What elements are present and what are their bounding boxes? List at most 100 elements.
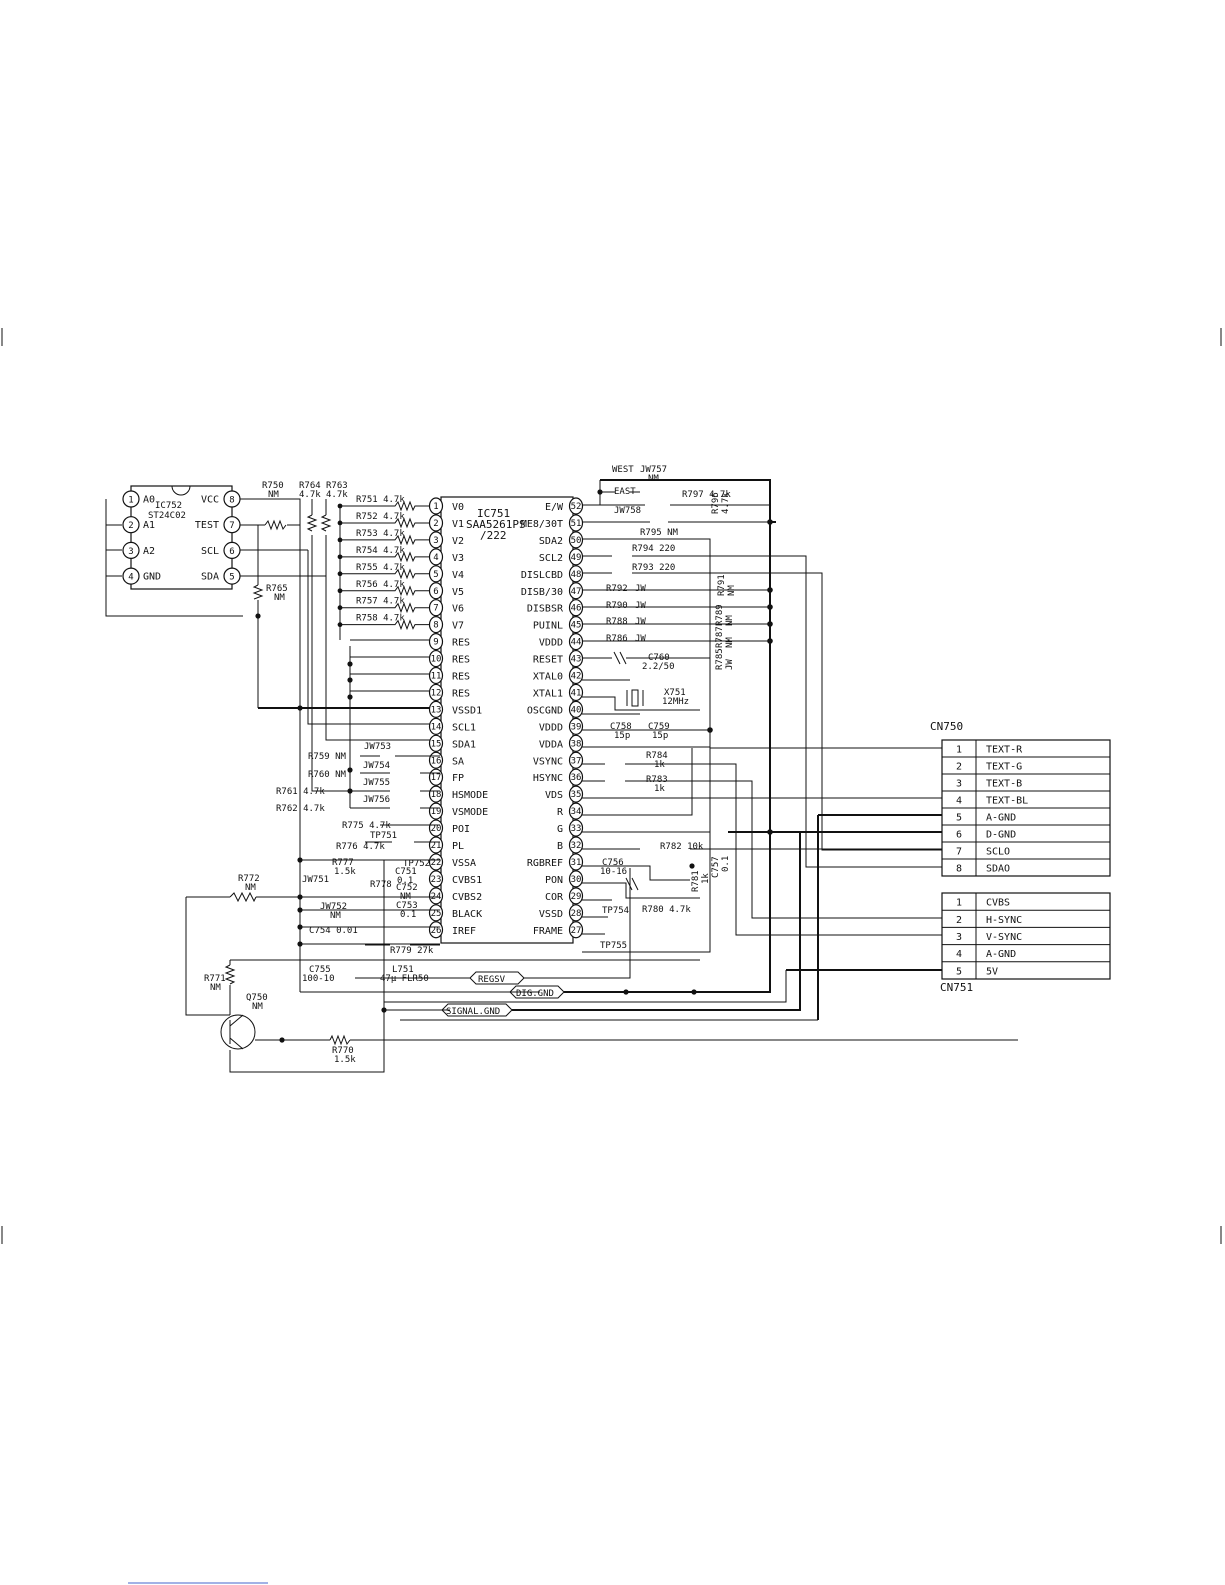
ic751-pin-25	[428, 904, 444, 922]
ic751-pin-number: 14	[431, 722, 442, 732]
ic751-pin-number: 13	[431, 705, 442, 715]
ic751-pin-name: V5	[452, 587, 464, 598]
ic751-pin-45	[568, 616, 584, 634]
ic751-pin-42	[568, 666, 584, 685]
v-resistor-symbol	[340, 585, 429, 597]
ic751-pin-name: G	[557, 824, 563, 835]
ic751-pin-3	[428, 531, 444, 549]
ic751-pin-38	[568, 734, 584, 752]
ic751-pin-number: 52	[571, 502, 582, 512]
ic751-pin-27	[568, 921, 584, 939]
jw752-label: JW752	[320, 902, 347, 912]
ic751-pin-15	[428, 734, 444, 752]
ic752-ref: IC752	[155, 501, 182, 511]
ic751-pin-46	[568, 599, 584, 617]
ic752-pin-name: VCC	[201, 495, 219, 506]
ic751-pin-name: CVBS2	[452, 892, 482, 903]
ic751-pin-32	[568, 836, 584, 854]
ic751-pin-number: 46	[571, 604, 582, 614]
jw754-label: JW754	[363, 761, 390, 771]
r783-value: 1k	[654, 784, 665, 794]
r792-jw: JW	[635, 584, 646, 594]
ic751-pin-name: XTAL0	[533, 672, 563, 683]
x751-label: X751	[664, 688, 686, 698]
r772-resistor-symbol	[229, 891, 257, 903]
ic751-pin-number: 51	[571, 519, 582, 529]
cn750-pin-number: 3	[956, 779, 962, 790]
r783-label: R783	[646, 775, 668, 785]
r750-value: NM	[268, 490, 279, 500]
r781-label: R781	[691, 870, 701, 892]
v-resistor-label: R757 4.7k	[356, 597, 405, 607]
x751-value: 12MHz	[662, 697, 689, 707]
tp751-label: TP751	[370, 831, 397, 841]
ic751-pin-number: 2	[433, 519, 438, 529]
r791-label: R791	[717, 574, 727, 596]
ic751-pin-48	[568, 565, 584, 583]
r796-label: R796	[711, 492, 721, 514]
r763-resistor-symbol	[320, 514, 332, 532]
ic751-part: SAA5261PS	[466, 518, 526, 531]
ic751-pin-12	[428, 683, 444, 702]
ic751-pin-name: VSYNC	[533, 756, 563, 767]
ic751-pin-name: V7	[452, 621, 464, 632]
r786-label: R786	[606, 634, 628, 644]
r765-label: R765	[266, 584, 288, 594]
signal-gnd-net-label: SIGNAL.GND	[446, 1007, 500, 1017]
ic751-pin-name: FRAME	[533, 926, 563, 937]
c760-value: 2.2/50	[642, 662, 675, 672]
tp755-label: TP755	[600, 941, 627, 951]
c759-label: C759	[648, 722, 670, 732]
ic751-pin-21	[428, 836, 444, 854]
r765-value: NM	[274, 593, 285, 603]
cn751-pin-number: 2	[956, 915, 962, 926]
r764-value: 4.7k	[299, 490, 321, 500]
r776-label: R776 4.7k	[336, 842, 385, 852]
ic751-pin-50	[568, 531, 584, 549]
ic751-pin-11	[428, 666, 444, 685]
ic751-pin-29	[568, 887, 584, 905]
cn751-ref: CN751	[940, 981, 973, 994]
ic751-pin-37	[568, 751, 584, 769]
ic751-pin-49	[568, 548, 584, 566]
q750-transistor-symbol	[220, 1014, 256, 1050]
r795-label: R795 NM	[640, 528, 679, 538]
r793-label: R793 220	[632, 563, 675, 573]
ic751-pin-number: 25	[431, 909, 442, 919]
r789-value: NM	[725, 615, 735, 626]
ic751-pin-23	[428, 870, 444, 888]
ic751-pin-name: DISBSR	[527, 604, 564, 615]
ic751-pin-number: 45	[571, 621, 582, 631]
c756-label: C756	[602, 858, 624, 868]
ic751-pin-name: V6	[452, 604, 464, 615]
cn751-pin-name: V-SYNC	[986, 932, 1022, 943]
r759-label: R759 NM	[308, 752, 347, 762]
ic751-pin-number: 9	[433, 638, 438, 648]
ic751-pin-19	[428, 802, 444, 820]
ic752-pin-name: A1	[143, 520, 155, 531]
ic751-pin-52	[568, 497, 584, 515]
c759-value: 15p	[652, 731, 668, 741]
ic751-pin-41	[568, 683, 584, 702]
ic752-pin-name: TEST	[195, 520, 219, 531]
r760-label: R760 NM	[308, 770, 347, 780]
c754-label: C754 0.01	[309, 926, 358, 936]
ic751-pin-name: R	[557, 807, 564, 818]
ic751-pin-33	[568, 819, 584, 837]
ic751-pin-35	[568, 785, 584, 803]
r770-label: R770	[332, 1046, 354, 1056]
ic751-pin-34	[568, 802, 584, 820]
tp754-label: TP754	[602, 906, 629, 916]
r770-resistor-symbol	[329, 1034, 351, 1046]
r787-value: NM	[725, 637, 735, 648]
r792-label: R792	[606, 584, 628, 594]
ic751-pin-name: CVBS1	[452, 875, 482, 886]
ic751-pin-name: SCL1	[452, 722, 476, 733]
ic751-pin-number: 1	[433, 502, 438, 512]
cn750-pin-number: 4	[956, 796, 962, 807]
